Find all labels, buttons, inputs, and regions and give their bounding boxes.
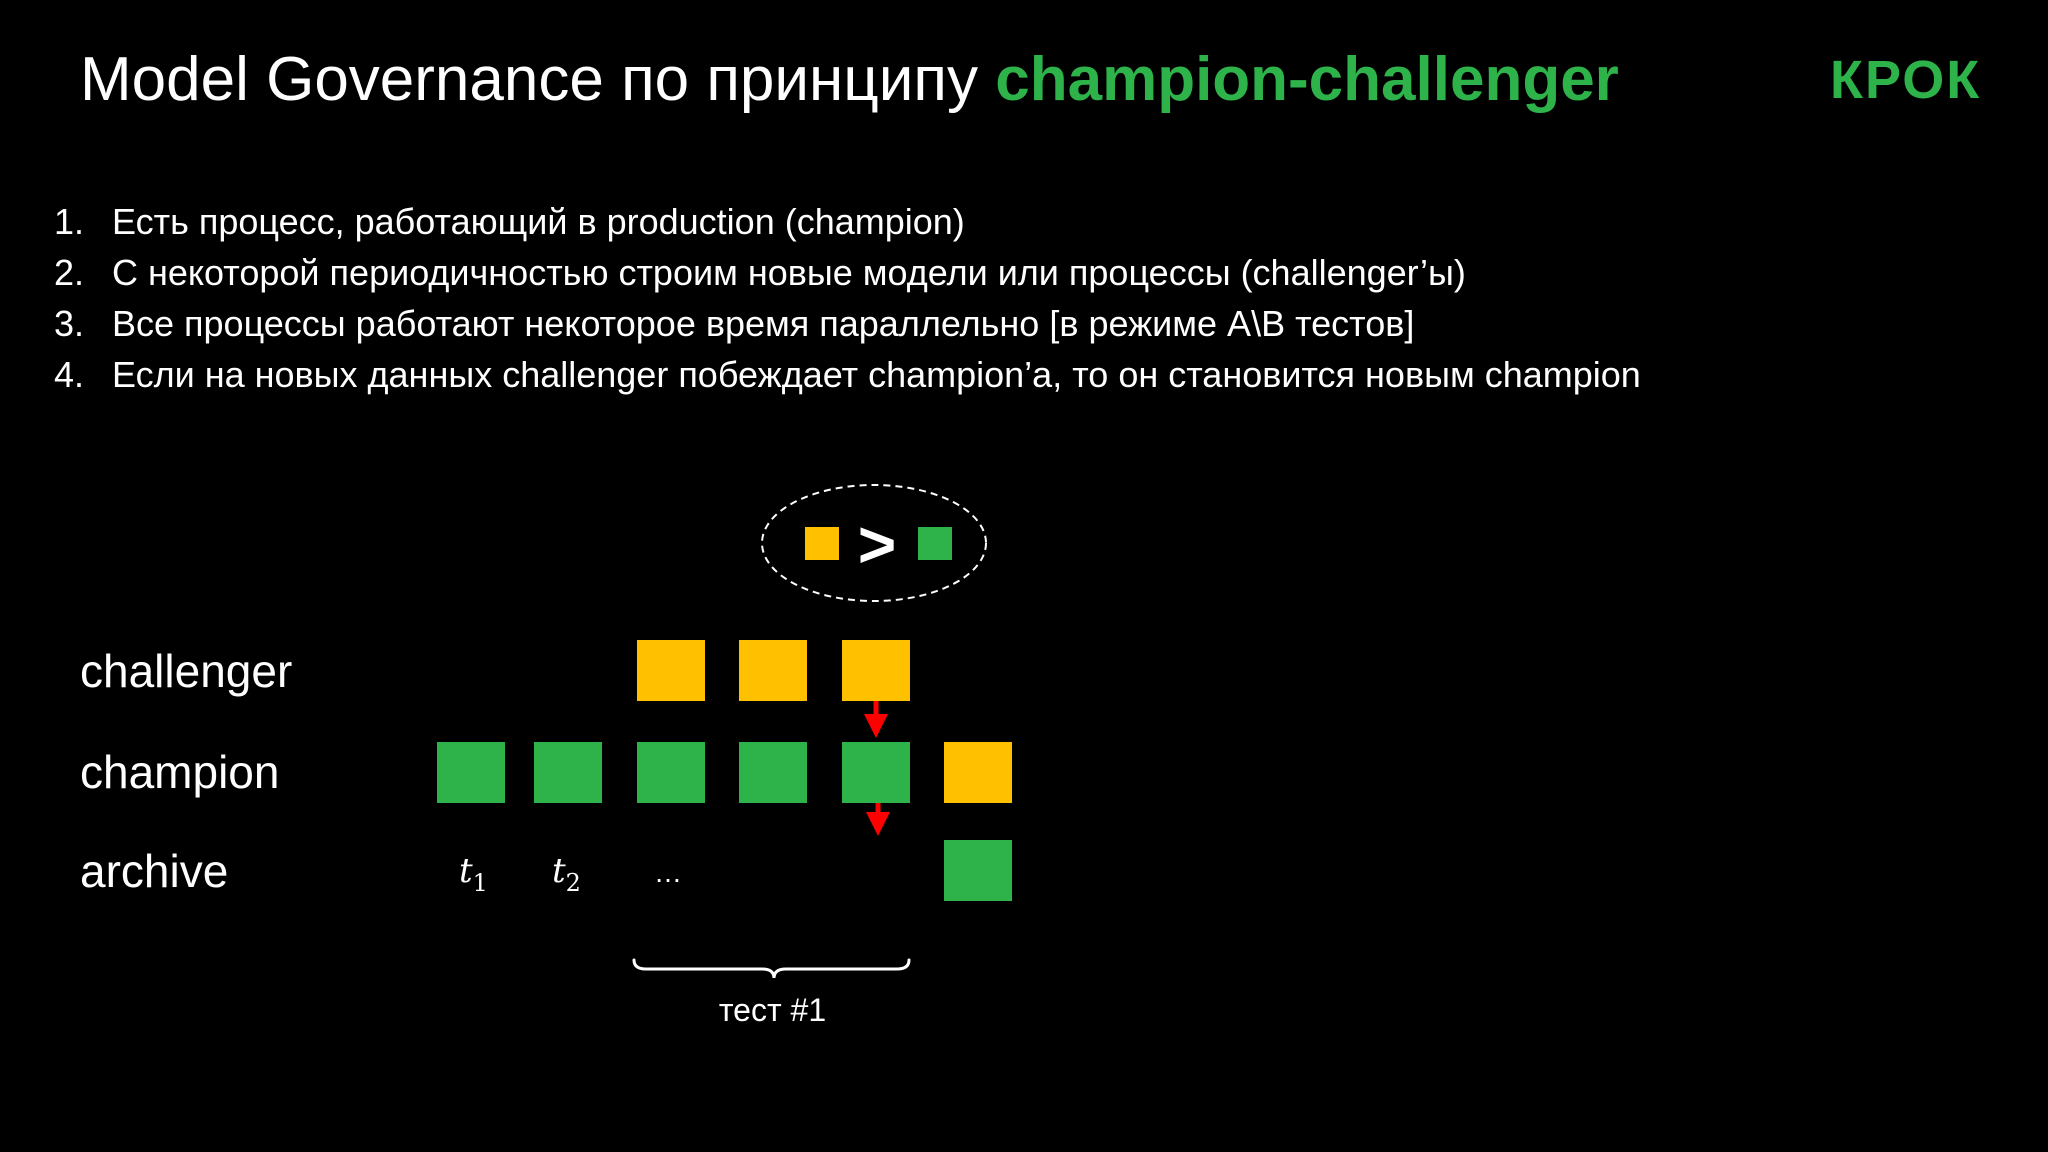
step-text: Есть процесс, работающий в production (c… [112, 201, 965, 242]
krok-logo: КРОК [1830, 50, 1982, 110]
steps-list: 1. Есть процесс, работающий в production… [54, 196, 1641, 400]
step-text: С некоторой периодичностью строим новые … [112, 252, 1466, 293]
row-label-archive: archive [80, 845, 229, 897]
time-label-ellipsis: … [654, 857, 682, 888]
comparison-greater-symbol: > [858, 507, 897, 581]
step-number: 2. [54, 252, 85, 293]
challenger-block [739, 640, 807, 701]
step-text: Если на новых данных challenger побеждае… [112, 354, 1641, 395]
champion-block [437, 742, 505, 803]
promote-arrow-icon [864, 701, 888, 738]
challenger-block [842, 640, 910, 701]
time-label-t1: t1 [459, 851, 488, 897]
step-number: 1. [54, 201, 85, 242]
row-label-challenger: challenger [80, 645, 293, 697]
time-label-t2: t2 [552, 851, 581, 897]
step-item-4: 4. Если на новых данных challenger побеж… [54, 349, 1641, 400]
champion-block [739, 742, 807, 803]
step-number: 4. [54, 354, 85, 395]
champion-block [534, 742, 602, 803]
step-item-1: 1. Есть процесс, работающий в production… [54, 196, 1641, 247]
archived-champion-block [944, 840, 1012, 901]
test-period-brace [632, 958, 911, 979]
champion-block [842, 742, 910, 803]
title-accent: champion-challenger [995, 45, 1619, 114]
step-number: 3. [54, 303, 85, 344]
comparison-ellipse [761, 484, 987, 602]
champion-block [637, 742, 705, 803]
title-main: Model Governance по принципу [80, 45, 996, 114]
comparison-challenger-square [805, 527, 839, 560]
comparison-champion-square [918, 527, 952, 560]
archive-arrow-icon [866, 803, 890, 836]
slide-title: Model Governance по принципу champion-ch… [80, 40, 1619, 120]
challenger-block [637, 640, 705, 701]
row-label-champion: champion [80, 746, 280, 798]
promoted-challenger-block [944, 742, 1012, 803]
step-item-3: 3. Все процессы работают некоторое время… [54, 298, 1641, 349]
step-text: Все процессы работают некоторое время па… [112, 303, 1415, 344]
test-caption: тест #1 [718, 992, 827, 1028]
step-item-2: 2. С некоторой периодичностью строим нов… [54, 247, 1641, 298]
